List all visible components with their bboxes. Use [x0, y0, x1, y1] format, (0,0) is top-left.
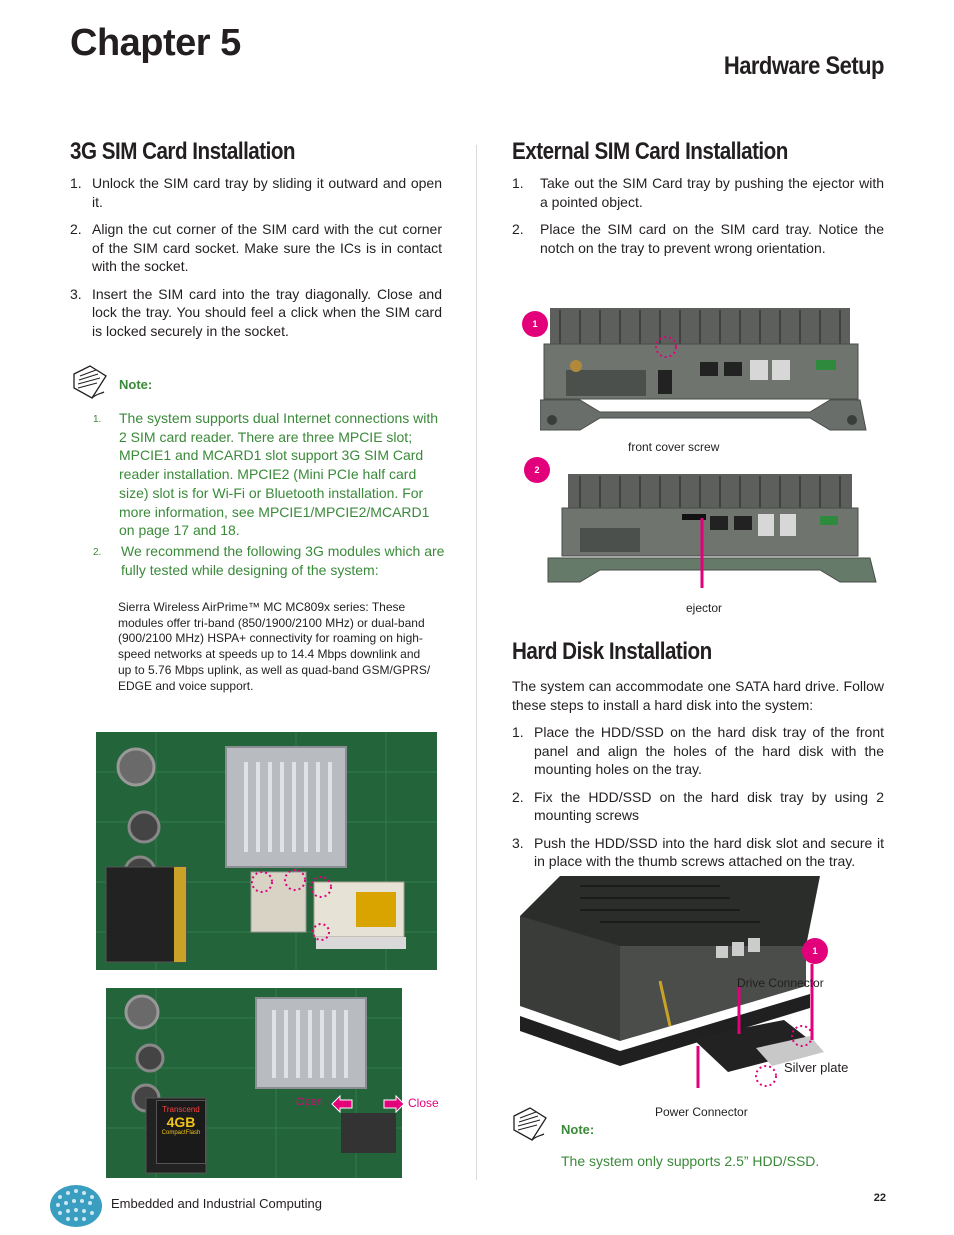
motherboard-illustration	[106, 988, 402, 1178]
hdd-note-text: The system only supports 2.5” HDD/SSD.	[561, 1153, 820, 1169]
device-ejector-photo	[547, 474, 877, 588]
list-item: 2.We recommend the following 3G modules …	[93, 542, 445, 578]
label-silver-plate: Silver plate	[784, 1060, 849, 1075]
heading-hard-disk: Hard Disk Installation	[512, 638, 712, 665]
label-drive-connector: Drive Connector	[737, 976, 824, 990]
close-label: Close	[408, 1096, 439, 1110]
caption-ejector: ejector	[686, 601, 723, 615]
note-icon	[73, 365, 107, 399]
arrow-right-icon	[383, 1094, 405, 1114]
list-item: 2.Place the SIM card on the SIM card tra…	[512, 221, 884, 256]
motherboard-illustration	[96, 732, 437, 970]
heading-external-sim: External SIM Card Installation	[512, 138, 788, 165]
step-badge-hdd-1: 1	[802, 938, 828, 964]
device-front-photo	[540, 308, 867, 431]
hdd-install-photo	[520, 876, 824, 1088]
list-item: 3.Push the HDD/SSD into the hard disk sl…	[512, 834, 884, 870]
page-number: 22	[873, 1192, 886, 1204]
arrow-left-icon	[331, 1094, 353, 1114]
list-item: 1.Place the HDD/SSD on the hard disk tra…	[512, 724, 884, 777]
list-item: 2.Align the cut corner of the SIM card w…	[70, 221, 442, 274]
company-logo-icon	[50, 1185, 102, 1227]
list-item: 1.The system supports dual Internet conn…	[93, 410, 439, 539]
motherboard-photo-top	[96, 732, 437, 970]
list-item: 1.Unlock the SIM card tray by sliding it…	[70, 175, 442, 210]
module-description: Sierra Wireless AirPrime™ MC MC809x seri…	[118, 600, 431, 693]
motherboard-photo-bottom	[106, 988, 402, 1178]
external-sim-steps: 1.Take out the SIM Card tray by pushing …	[512, 174, 884, 266]
list-item: 2.Fix the HDD/SSD on the hard disk tray …	[512, 788, 884, 824]
note-list: 1.The system supports dual Internet conn…	[93, 409, 445, 579]
step-badge-1: 1	[522, 311, 548, 337]
section-title: Hardware Setup	[723, 52, 885, 80]
note-icon	[513, 1107, 547, 1141]
column-divider	[476, 145, 477, 1180]
list-item: 3.Insert the SIM card into the tray diag…	[70, 285, 442, 339]
hdd-steps: 1.Place the HDD/SSD on the hard disk tra…	[512, 723, 884, 880]
open-label: Open	[296, 1096, 323, 1108]
caption-front-cover-screw: front cover screw	[628, 440, 720, 454]
heading-3g-sim: 3G SIM Card Installation	[70, 138, 296, 165]
chapter-title: Chapter 5	[70, 22, 241, 64]
step-badge-2: 2	[524, 457, 550, 483]
label-power-connector: Power Connector	[655, 1105, 748, 1119]
hdd-note-label: Note:	[561, 1122, 595, 1137]
footer-text: Embedded and Industrial Computing	[111, 1196, 323, 1211]
hdd-intro: The system can accommodate one SATA hard…	[512, 678, 884, 713]
list-item: 1.Take out the SIM Card tray by pushing …	[512, 175, 884, 210]
cf-card: Transcend 4GB CompactFlash	[156, 1100, 206, 1164]
sim3g-steps: 1.Unlock the SIM card tray by sliding it…	[70, 174, 442, 349]
note-label: Note:	[119, 377, 153, 392]
